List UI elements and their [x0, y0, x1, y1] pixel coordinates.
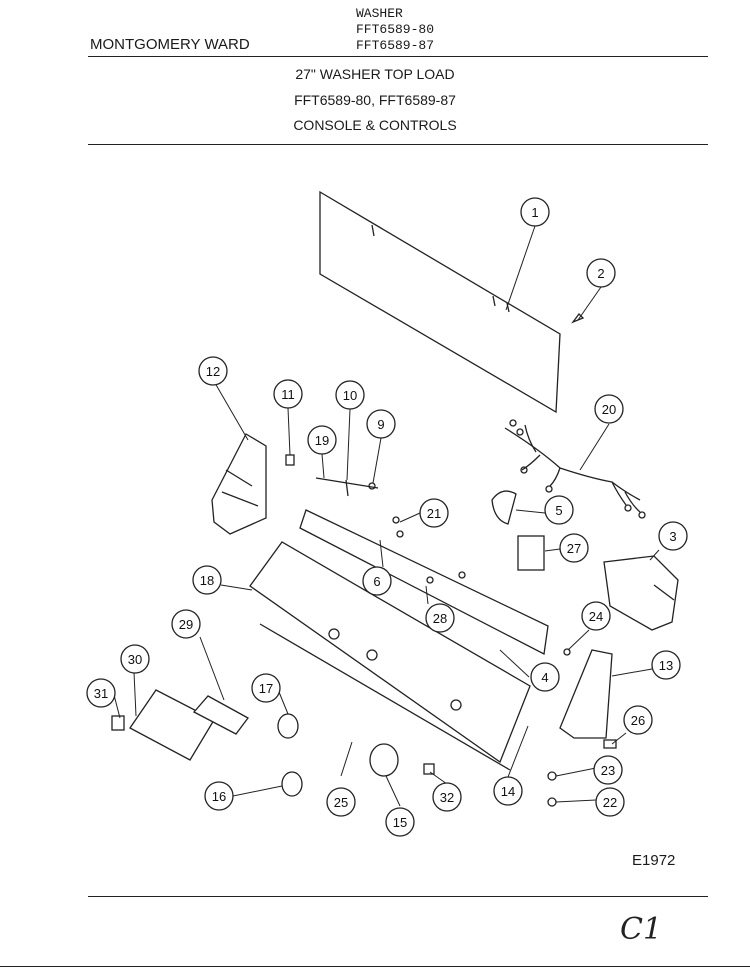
callout-32: 32: [432, 782, 462, 812]
wire-harness: [504, 427, 641, 501]
brand-label: MONTGOMERY WARD: [90, 36, 250, 53]
knob-large: [277, 713, 299, 739]
svg-text:27: 27: [567, 541, 581, 556]
callout-28: 28: [425, 603, 455, 633]
selector-switch: [517, 535, 545, 571]
svg-text:4: 4: [541, 670, 548, 685]
svg-text:10: 10: [343, 388, 357, 403]
callout-4: 4: [530, 662, 560, 692]
callout-26: 26: [623, 705, 653, 735]
svg-text:5: 5: [555, 503, 562, 518]
dispenser: [129, 689, 215, 761]
svg-text:1: 1: [531, 205, 538, 220]
svg-text:23: 23: [601, 763, 615, 778]
callout-20: 20: [594, 394, 624, 424]
model-number-2: FFT6589-87: [356, 38, 435, 53]
callout-5: 5: [544, 495, 574, 525]
svg-text:14: 14: [501, 784, 515, 799]
svg-text:16: 16: [212, 789, 226, 804]
svg-text:31: 31: [94, 686, 108, 701]
title-line-2: FFT6589-80, FFT6589-87: [294, 92, 456, 108]
svg-text:22: 22: [603, 795, 617, 810]
left-end-bracket: [211, 433, 267, 535]
callout-6: 6: [362, 566, 392, 596]
right-end-cap: [559, 649, 613, 739]
callout-29: 29: [171, 609, 201, 639]
svg-text:32: 32: [440, 790, 454, 805]
svg-text:25: 25: [334, 795, 348, 810]
callout-9: 9: [366, 409, 396, 439]
svg-text:19: 19: [315, 433, 329, 448]
svg-text:15: 15: [393, 815, 407, 830]
callout-15: 15: [385, 807, 415, 837]
svg-text:13: 13: [659, 658, 673, 673]
callout-24: 24: [581, 601, 611, 631]
svg-text:6: 6: [373, 574, 380, 589]
handwritten-mark: C1: [620, 912, 663, 947]
svg-text:20: 20: [602, 402, 616, 417]
svg-text:2: 2: [597, 266, 604, 281]
callout-12: 12: [198, 356, 228, 386]
callout-27: 27: [559, 533, 589, 563]
callout-14: 14: [493, 776, 523, 806]
callout-23: 23: [593, 755, 623, 785]
knob-small: [281, 771, 303, 797]
callout-30: 30: [120, 644, 150, 674]
svg-text:18: 18: [200, 573, 214, 588]
small-clip: [285, 454, 295, 466]
control-panel: [299, 509, 549, 655]
title-rule: [88, 144, 708, 145]
callout-31: 31: [86, 678, 116, 708]
callout-19: 19: [307, 425, 337, 455]
dial: [369, 743, 399, 777]
svg-text:29: 29: [179, 617, 193, 632]
callout-3: 3: [658, 521, 688, 551]
callout-18: 18: [192, 565, 222, 595]
callout-11: 11: [273, 379, 303, 409]
svg-text:9: 9: [377, 417, 384, 432]
product-label: WASHER: [356, 6, 403, 21]
svg-text:30: 30: [128, 652, 142, 667]
title-line-3: CONSOLE & CONTROLS: [293, 117, 457, 133]
callout-13: 13: [651, 650, 681, 680]
svg-text:26: 26: [631, 713, 645, 728]
back-panel: [319, 190, 561, 414]
model-number-1: FFT6589-80: [356, 22, 435, 37]
svg-text:11: 11: [281, 387, 295, 402]
bottom-rule: [0, 966, 750, 967]
callout-17: 17: [251, 673, 281, 703]
switch: [491, 490, 517, 525]
callout-16: 16: [204, 781, 234, 811]
drawing-code: E1972: [632, 852, 676, 869]
callout-1: 1: [520, 197, 550, 227]
callout-25: 25: [326, 787, 356, 817]
svg-text:21: 21: [427, 506, 441, 521]
timer: [603, 555, 679, 631]
callout-21: 21: [419, 498, 449, 528]
callout-10: 10: [335, 380, 365, 410]
svg-text:17: 17: [259, 681, 273, 696]
svg-text:12: 12: [206, 364, 220, 379]
header-rule: [88, 56, 708, 57]
model-block: WASHER FFT6589-80 FFT6589-87: [356, 6, 434, 54]
svg-text:28: 28: [433, 611, 447, 626]
title-line-1: 27" WASHER TOP LOAD: [295, 66, 455, 82]
svg-text:24: 24: [589, 609, 603, 624]
svg-text:3: 3: [669, 529, 676, 544]
exploded-parts-diagram: 1 2 3 4 5 6 9 10 11 12 13 14 15 16 17 18…: [86, 190, 688, 837]
callout-22: 22: [595, 787, 625, 817]
footer-rule: [88, 896, 708, 897]
callout-2: 2: [586, 258, 616, 288]
